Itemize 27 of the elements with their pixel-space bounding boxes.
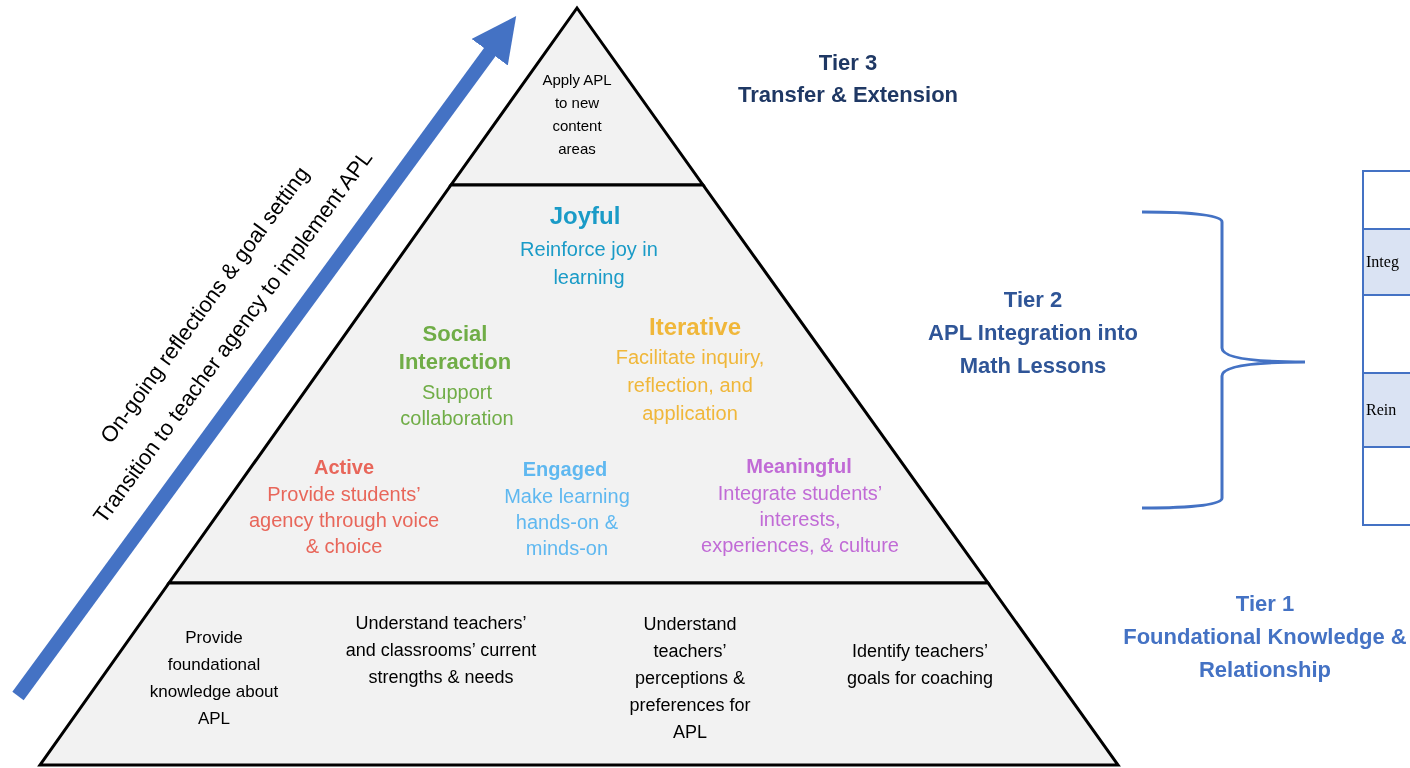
principle-description: Reinforce joy in learning <box>519 237 659 290</box>
principle-heading: Iterative <box>647 312 743 342</box>
tier-description: Understand teachers’ and classrooms’ current strengths & needs <box>344 612 538 689</box>
pyramid-bottom-tier <box>40 583 1118 765</box>
table-cell: Integ <box>1362 228 1410 296</box>
tier-description: Identify teachers’ goals for coaching <box>845 640 995 690</box>
tier-label: Tier 3 <box>817 49 879 77</box>
principle-heading: Social Interaction <box>397 320 513 376</box>
principle-description: Make learning hands-on & minds-on <box>503 484 631 561</box>
principle-description: Integrate students’ interests, experiences, & culture <box>700 481 900 558</box>
principle-heading: Engaged <box>521 457 609 482</box>
tier-label: APL Integration into Math Lessons <box>928 319 1138 380</box>
table-cell: Rein <box>1362 372 1410 448</box>
pyramid-top-tier <box>451 8 703 185</box>
principle-heading: Meaningful <box>745 454 853 479</box>
principle-heading: Active <box>313 455 375 480</box>
principle-description: Provide students’ agency through voice & choice <box>247 482 441 559</box>
tier-label: Transfer & Extension <box>736 81 960 109</box>
principle-heading: Joyful <box>548 201 622 231</box>
principle-description: Support collaboration <box>399 380 515 431</box>
tier-description: Provide foundational knowledge about APL <box>148 627 280 730</box>
tier-label: Tier 1 <box>1234 590 1296 618</box>
tier-description: Understand teachers’ perceptions & preferences for APL <box>628 613 752 744</box>
tier-label: Foundational Knowledge & Relationship <box>1122 623 1408 684</box>
tier-label: Tier 2 <box>1002 286 1064 314</box>
principle-description: Facilitate inquiry, reflection, and application <box>614 345 766 426</box>
tier-description: Apply APL to new content areas <box>541 70 613 159</box>
